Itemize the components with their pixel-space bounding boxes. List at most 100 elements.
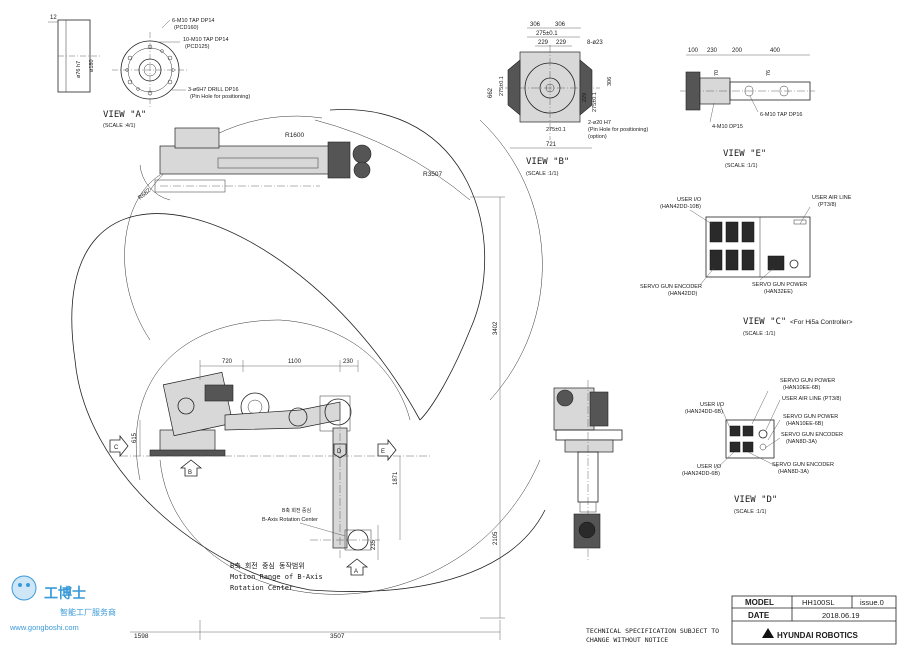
view-a-note-tap2: 10-M10 TAP DP14 [183, 37, 229, 43]
watermark-url: www.gongboshi.com [9, 623, 79, 632]
motion-range-label-kr: B축 회전 중심 동작범위 [230, 561, 305, 570]
dim-230: 230 [343, 359, 354, 365]
view-d-group: SERVO GUN POWER (HAN10EE-6B) USER AIR LI… [682, 378, 843, 515]
arrow-c-marker [109, 434, 129, 458]
side-view-dimensions: 720 1100 230 615 3402 1871 235 2105 1598… [130, 196, 505, 640]
robot-upper-arm [224, 401, 341, 431]
arrow-a-marker [345, 558, 369, 576]
svg-text:306: 306 [555, 22, 566, 28]
front-view-wrist [573, 513, 601, 549]
view-d-air: USER AIR LINE (PT3/8) [782, 396, 841, 402]
view-a-title: VIEW "A" [103, 110, 146, 120]
view-c-group: USER I/O (HAN42DD-10B) USER AIR LINE (PT… [640, 195, 853, 337]
view-c-subtitle: <For Hi5a Controller> [790, 319, 853, 326]
dim-235: 235 [371, 539, 377, 550]
svg-text:(HAN10EE-6B): (HAN10EE-6B) [786, 421, 823, 427]
b-axis-label-en: B-Axis Rotation Center [262, 517, 318, 523]
dim-b-275: 275±0.1 [536, 31, 558, 37]
view-e-group: 100 230 200 400 70 76 4-M10 DP15 6-M10 T… [680, 48, 815, 169]
svg-text:(Pin Hole for positioning): (Pin Hole for positioning) [190, 94, 250, 100]
model-value: HH100SL [802, 598, 835, 607]
svg-text:275±0.1: 275±0.1 [499, 76, 505, 96]
view-c-connectors [709, 221, 755, 271]
dim-d180: ø180 [89, 59, 95, 72]
svg-text:A: A [354, 569, 358, 575]
svg-text:E: E [381, 449, 385, 455]
date-value: 2018.06.19 [822, 611, 860, 620]
svg-text:B: B [188, 470, 192, 476]
svg-text:229: 229 [582, 93, 588, 102]
dim-r3507: R3507 [423, 171, 443, 178]
svg-text:(PCD125): (PCD125) [185, 44, 210, 50]
motion-range-label-en1: Motion Range of B-Axis [230, 573, 323, 581]
svg-text:(HAN42DD): (HAN42DD) [668, 291, 698, 297]
view-d-scale: (SCALE :1/1) [734, 509, 767, 515]
dim-12: 12 [50, 15, 57, 21]
view-c-user-io: USER I/O [677, 197, 702, 203]
view-e-tap1: 4-M10 DP15 [712, 124, 743, 130]
view-b-pin: 2-ø20 H7 [588, 120, 611, 126]
dim-2105: 2105 [493, 531, 499, 545]
dim-b-662: 662 [488, 87, 494, 98]
svg-text:306: 306 [607, 77, 613, 86]
svg-text:229: 229 [538, 40, 549, 46]
dim-b-8holes: 8-ø23 [587, 40, 603, 46]
dim-3507: 3507 [330, 633, 345, 640]
model-label: MODEL [745, 598, 774, 607]
view-e-scale: (SCALE :1/1) [725, 163, 758, 169]
view-b-title: VIEW "B" [526, 157, 569, 167]
watermark-cn-title: 工博士 [44, 585, 86, 601]
watermark-cn-sub: 智能工厂服务商 [60, 607, 116, 617]
view-c-scale: (SCALE :1/1) [743, 331, 776, 337]
view-c-title: VIEW "C" [743, 317, 786, 327]
robot-lower-arm [162, 371, 234, 437]
view-e-tap2: 6-M10 TAP DP16 [760, 112, 803, 118]
view-d-panel [725, 419, 775, 459]
svg-text:200: 200 [732, 48, 743, 54]
svg-text:306: 306 [530, 22, 541, 28]
top-view-arm [159, 145, 331, 175]
robot-mascot-icon [11, 575, 37, 601]
view-a-group: 12 ø76 h7 ø180 6-M10 TAP DP14 (PCD160) 1… [48, 15, 250, 129]
brand-name: HYUNDAI ROBOTICS [777, 631, 859, 640]
view-d-io2: USER I/O [697, 464, 722, 470]
b-axis-label-kr: B축 회전 중심 [282, 507, 311, 514]
view-c-air: USER AIR LINE [812, 195, 852, 201]
dim-d76: ø76 h7 [76, 61, 82, 78]
arrow-e-marker [377, 438, 397, 462]
view-c-panel [705, 216, 811, 278]
svg-text:(HAN10EE-6B): (HAN10EE-6B) [783, 385, 820, 391]
svg-text:(HAN8D-3A): (HAN8D-3A) [778, 469, 809, 475]
dim-r1600: R1600 [285, 132, 305, 139]
view-d-sgp2: SERVO GUN POWER [783, 414, 838, 420]
view-b-group: 306 306 275±0.1 229 229 8-ø23 662 275±0.… [488, 22, 648, 177]
view-a-note-drill: 3-ø6H7 DRILL DP16 [188, 87, 239, 93]
view-a-bolt-holes [125, 44, 175, 96]
dim-b-721: 721 [546, 142, 557, 148]
svg-text:400: 400 [770, 48, 781, 54]
dim-3402: 3402 [493, 321, 499, 335]
svg-text:70: 70 [714, 70, 720, 76]
view-d-io1: USER I/O [700, 402, 725, 408]
svg-text:(Pin Hole for positioning): (Pin Hole for positioning) [588, 127, 648, 133]
svg-text:275±0.1: 275±0.1 [592, 92, 598, 112]
robot-wrist-joint [324, 398, 352, 426]
view-d-sge2: SERVO GUN ENCODER [772, 462, 834, 468]
date-label: DATE [748, 611, 770, 620]
front-view-robot [553, 380, 623, 560]
side-view-robot [120, 371, 430, 560]
dim-1100: 1100 [288, 359, 302, 365]
spec-note-1: TECHNICAL SPECIFICATION SUBJECT TO [586, 627, 719, 635]
svg-text:76: 76 [766, 70, 772, 76]
spec-note-2: CHANGE WITHOUT NOTICE [586, 636, 668, 644]
outer-motion-arc [71, 213, 421, 591]
view-c-power: SERVO GUN POWER [752, 282, 807, 288]
title-block: MODEL HH100SL issue.0 DATE 2018.06.19 HY… [731, 595, 897, 645]
arrow-b-marker [179, 459, 203, 477]
view-a-scale: (SCALE :4/1) [103, 123, 136, 129]
svg-text:229: 229 [556, 40, 567, 46]
inner-motion-arc [135, 319, 411, 481]
dim-1598: 1598 [134, 633, 149, 640]
top-view-motor [352, 144, 372, 164]
